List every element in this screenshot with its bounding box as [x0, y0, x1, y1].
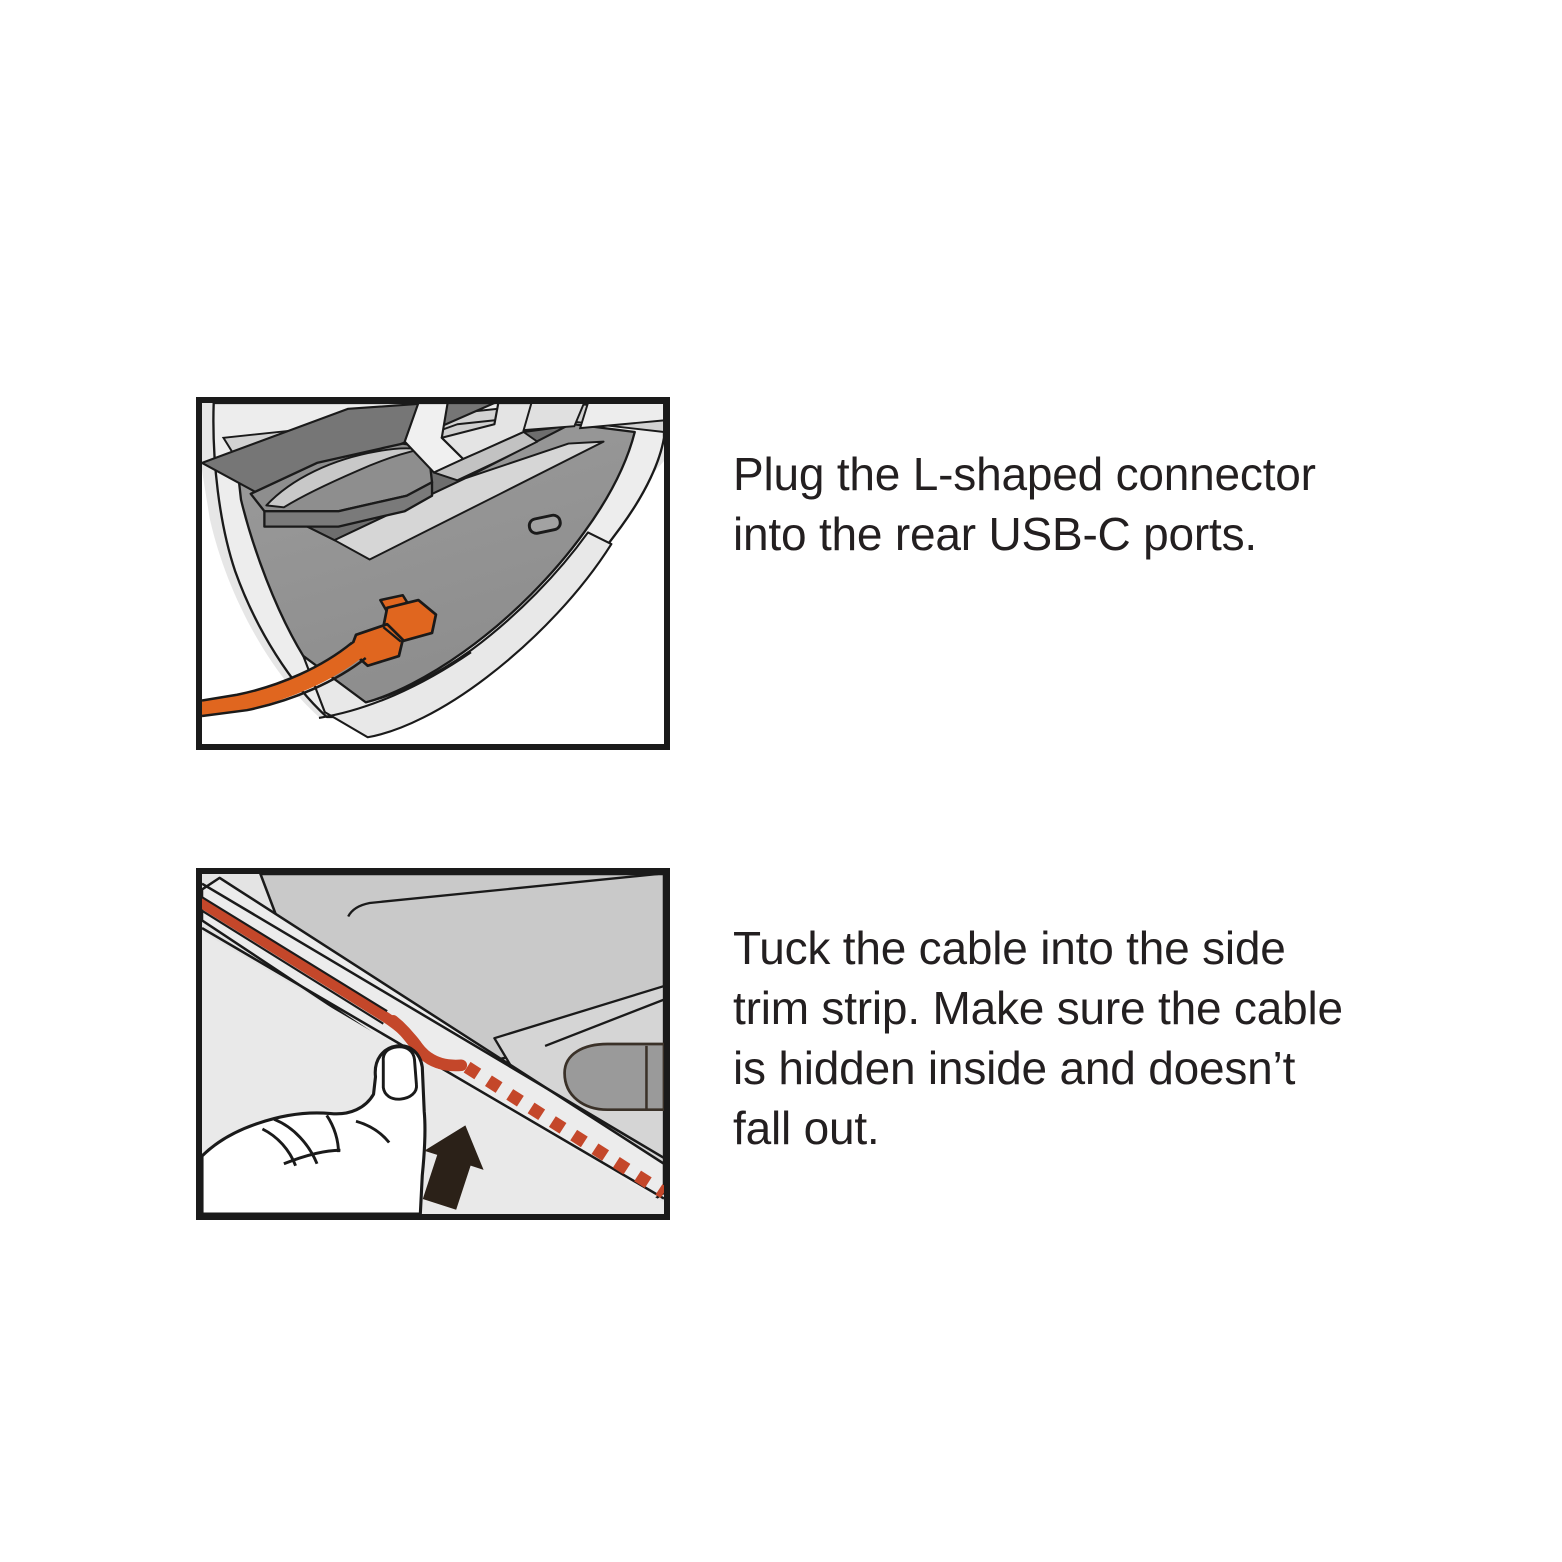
instruction-step-2: Tuck the cable into the side trim strip.… [0, 868, 1562, 1220]
direction-arrow-up [422, 1125, 484, 1210]
thumb-pressing [202, 1044, 427, 1214]
rounded-key-element [563, 1042, 664, 1112]
cable-outline-top [202, 641, 353, 702]
connector-plate-edge [263, 481, 434, 528]
step-1-caption: Plug the L-shaped connector into the rea… [733, 448, 1316, 560]
finger-tucking-cable-illustration [202, 874, 664, 1214]
chassis-front-edge [318, 651, 472, 719]
crease-2 [273, 1117, 319, 1165]
vent-notch [433, 431, 539, 482]
vent-block-b [578, 403, 664, 430]
step-2-caption: Tuck the cable into the side trim strip.… [733, 922, 1343, 1154]
connector-seam [382, 626, 402, 643]
laptop-rear-usbc-connector-illustration [202, 403, 664, 744]
cable-outline-lower [202, 909, 384, 1025]
orange-cable-bend [387, 1015, 468, 1072]
vent-block-a [522, 403, 586, 432]
cable-outline-bottom [202, 657, 367, 718]
cooling-slats [202, 403, 664, 561]
orange-l-connector-and-cable [202, 593, 438, 718]
illustration-panel-2 [196, 868, 670, 1220]
trackpad-inner-edge [347, 874, 659, 918]
cable-outline-upper [202, 896, 388, 1013]
crease-1 [261, 1127, 297, 1167]
device-bottom-rim [302, 531, 613, 739]
empty-usb-c-port [527, 513, 562, 535]
fingernail [381, 1045, 418, 1101]
trim-strip-upper-bevel [202, 882, 664, 1160]
side-trim-strip [202, 876, 664, 1212]
right-plane-crease [544, 998, 664, 1048]
instruction-step-1: Plug the L-shaped connector into the rea… [0, 397, 1562, 750]
crease-5 [355, 1119, 391, 1144]
vent-gap-light-2 [333, 440, 605, 561]
crease-4 [325, 1114, 340, 1153]
illustration-panel-1 [196, 397, 670, 750]
orange-cable [202, 642, 367, 717]
crease-3 [283, 1148, 341, 1166]
